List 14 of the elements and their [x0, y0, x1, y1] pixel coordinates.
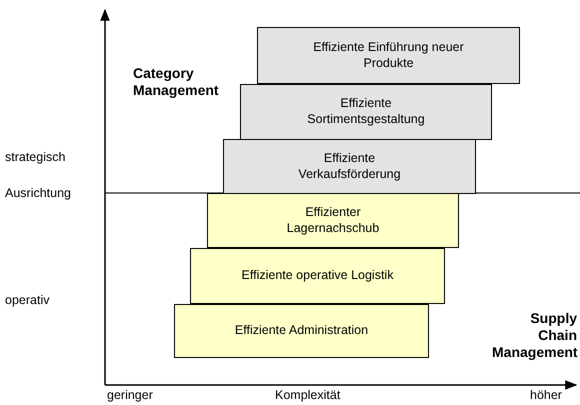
axis-label: Ausrichtung [5, 186, 72, 200]
axis-label: operativ [5, 293, 50, 307]
axis-label: höher [530, 388, 562, 402]
process-box: Effiziente Administration [174, 304, 429, 358]
region-label: Category Management [133, 65, 220, 99]
axis-label: strategisch [5, 150, 66, 164]
region-label: Supply Chain Management [492, 310, 577, 360]
process-box: Effiziente Einführung neuer Produkte [257, 27, 520, 84]
process-box: Effiziente Sortimentsgestaltung [240, 84, 492, 140]
process-box: Effizienter Lagernachschub [207, 193, 459, 248]
axis-title: Komplexität [275, 388, 340, 402]
process-box: Effiziente operative Logistik [190, 248, 445, 304]
axis-label: geringer [107, 388, 153, 402]
process-box: Effiziente Verkaufsförderung [223, 139, 476, 194]
